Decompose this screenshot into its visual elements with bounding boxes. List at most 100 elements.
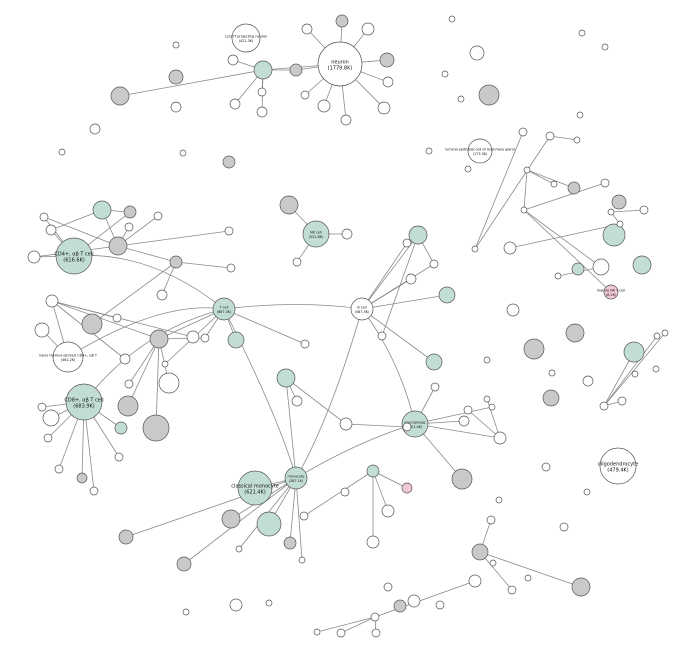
node-circle[interactable] [182,608,190,616]
node-circle[interactable] [291,395,303,407]
node[interactable] [458,415,470,427]
node-circle[interactable] [408,225,428,245]
node-circle[interactable] [42,409,60,427]
node-circle[interactable] [616,220,624,228]
node[interactable] [602,223,626,247]
node-circle[interactable] [340,487,350,497]
node-circle[interactable] [377,331,387,341]
node-circle[interactable] [222,155,236,169]
node[interactable] [168,69,184,85]
node-circle[interactable] [430,382,440,392]
node-circle[interactable] [172,41,180,49]
node[interactable] [616,220,624,228]
node[interactable] [291,395,303,407]
node-circle[interactable] [631,370,639,378]
node-circle[interactable] [156,289,168,301]
node-circle[interactable] [299,511,309,521]
node-circle[interactable] [317,41,363,87]
node-circle[interactable] [366,464,380,478]
node[interactable] [222,155,236,169]
node-circle[interactable] [407,594,421,608]
node[interactable] [123,205,137,219]
node-circle[interactable] [623,341,645,363]
node[interactable] [653,332,661,340]
node[interactable] [227,331,245,349]
node-circle[interactable] [652,365,660,373]
node[interactable] [425,353,443,371]
node-circle[interactable] [336,628,346,638]
node-circle[interactable] [339,417,353,431]
node-circle[interactable] [653,332,661,340]
node-circle[interactable] [493,431,507,445]
node[interactable] [379,52,395,68]
node[interactable] [253,60,273,80]
node[interactable] [571,577,591,597]
node-circle[interactable] [39,212,49,222]
node[interactable] [571,262,585,276]
node-circle[interactable] [212,297,236,321]
node[interactable] [224,226,234,236]
node[interactable] [408,225,428,245]
node-circle[interactable] [229,98,241,110]
node[interactable] [468,574,482,588]
node-circle[interactable] [599,401,609,411]
node[interactable] [118,529,134,545]
node[interactable] [45,224,57,236]
node-nk-cell[interactable]: NK cell(522.8K) [302,220,330,248]
node[interactable] [518,127,528,137]
node[interactable] [382,76,394,88]
node[interactable] [153,211,163,221]
node[interactable] [486,515,496,525]
node-circle[interactable] [256,511,282,537]
node-circle[interactable] [483,395,491,403]
node-circle[interactable] [592,258,610,276]
node-circle[interactable] [179,149,187,157]
node-circle[interactable] [37,402,47,412]
node[interactable] [58,148,66,156]
node-circle[interactable] [265,599,273,607]
node-circle[interactable] [483,356,491,364]
node[interactable] [565,323,585,343]
node[interactable] [366,464,380,478]
node[interactable] [488,403,496,411]
node-circle[interactable] [578,29,586,37]
node-l23-it[interactable]: L2/3 IT projecting neuron(422.3K) [225,23,268,53]
node-circle[interactable] [186,330,200,344]
node-circle[interactable] [379,52,395,68]
node-cd8-ab-t[interactable]: CD8+, αβ T cell(683.9K) [64,383,104,421]
node[interactable] [554,272,562,280]
node[interactable] [200,333,210,343]
node-circle[interactable] [27,250,41,264]
node[interactable] [405,273,417,285]
node-circle[interactable] [256,106,268,118]
node-circle[interactable] [471,245,479,253]
node[interactable] [182,608,190,616]
node[interactable] [520,206,528,214]
node-circle[interactable] [149,329,169,349]
node[interactable] [550,180,558,188]
node-circle[interactable] [124,379,134,389]
node[interactable] [425,147,433,155]
node-circle[interactable] [114,452,124,462]
node-circle[interactable] [235,545,243,553]
node[interactable] [559,522,569,532]
node-circle[interactable] [170,101,182,113]
node-oligodendrocyte[interactable]: oligodendrocyte(479.4K) [598,447,638,485]
node[interactable] [617,396,627,406]
node[interactable] [631,370,639,378]
node-circle[interactable] [89,123,101,135]
node[interactable] [407,594,421,608]
node[interactable] [542,389,560,407]
node-circle[interactable] [573,136,581,144]
node[interactable] [45,294,59,308]
node-circle[interactable] [571,577,591,597]
node-circle[interactable] [34,322,50,338]
node[interactable] [523,338,545,360]
node[interactable] [601,43,609,51]
node-circle[interactable] [227,54,239,66]
node-circle[interactable] [599,447,637,485]
node-circle[interactable] [607,208,615,216]
node[interactable] [92,200,112,220]
node-circle[interactable] [438,286,456,304]
node[interactable] [448,15,456,23]
